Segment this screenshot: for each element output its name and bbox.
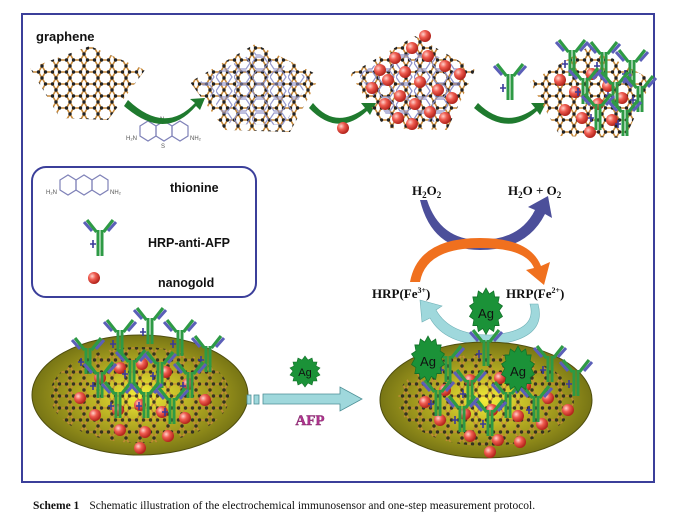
afp-label: AFP bbox=[295, 413, 324, 429]
step-arrow-2 bbox=[309, 103, 376, 124]
step-arrow-3 bbox=[474, 103, 546, 124]
nanogold-particle bbox=[74, 392, 86, 404]
nanogold-particle bbox=[559, 104, 571, 116]
products-label: H2O + O2 bbox=[508, 183, 562, 200]
nanogold-particle bbox=[399, 66, 411, 78]
nanogold-reagent-icon bbox=[337, 122, 349, 134]
nanogold-particle bbox=[562, 404, 574, 416]
hrp-fe2-label: HRP(Fe2+) bbox=[506, 286, 564, 301]
ag-label-bound-left: Ag bbox=[420, 354, 436, 369]
antibody-graphene-sheet bbox=[530, 38, 658, 138]
nanogold-particle bbox=[439, 60, 451, 72]
nanogold-particle bbox=[576, 112, 588, 124]
nanogold-particle bbox=[439, 112, 451, 124]
thionine-graphene-sheet bbox=[190, 44, 320, 132]
nanogold-particle bbox=[389, 52, 401, 64]
amine-right-label: NH₂ bbox=[190, 136, 202, 142]
step-arrow-1 bbox=[124, 98, 205, 124]
nanogold-particle bbox=[419, 396, 431, 408]
nanogold-particle bbox=[366, 82, 378, 94]
legend-item-thionine: H₂N NH₂ thionine bbox=[46, 174, 219, 196]
nanogold-particle bbox=[114, 362, 126, 374]
nanogold-particle bbox=[134, 442, 146, 454]
hrp-fe3-label: HRP(Fe3+) bbox=[372, 286, 430, 301]
sulfur-atom-label: S bbox=[161, 144, 165, 150]
ag-label: Ag bbox=[298, 367, 311, 379]
nanogold-particle bbox=[432, 84, 444, 96]
nanogold-sphere-icon bbox=[88, 272, 100, 284]
legend-label-hrp-anti-afp: HRP-anti-AFP bbox=[148, 236, 230, 250]
nanogold-particle bbox=[514, 436, 526, 448]
legend-box: H₂N NH₂ thionine HRP-anti-AFP nanogold bbox=[31, 166, 257, 298]
nanogold-particle bbox=[394, 90, 406, 102]
immunosensor-electrode bbox=[31, 306, 249, 456]
nanogold-particle bbox=[379, 98, 391, 110]
nanogold-particle bbox=[464, 430, 476, 442]
nanogold-particle bbox=[382, 74, 394, 86]
svg-text:H₂N: H₂N bbox=[46, 190, 57, 196]
nanogold-particle bbox=[424, 106, 436, 118]
caption-label: Scheme 1 bbox=[33, 500, 80, 512]
graphene-sheet bbox=[30, 46, 145, 120]
svg-text:NH₂: NH₂ bbox=[110, 190, 122, 196]
nanogold-particle bbox=[409, 98, 421, 110]
nanogold-particle bbox=[584, 126, 596, 138]
legend-label-nanogold: nanogold bbox=[158, 276, 214, 290]
nanogold-particle bbox=[392, 112, 404, 124]
nanogold-particle bbox=[422, 50, 434, 62]
nanogold-particle bbox=[179, 412, 191, 424]
nanogold-particle bbox=[89, 409, 101, 421]
figure-caption: Scheme 1 Schematic illustration of the el… bbox=[33, 500, 535, 512]
amine-left-label: H₂N bbox=[126, 136, 137, 142]
h2o2-reduction-arrow bbox=[420, 196, 552, 250]
nanogold-particle bbox=[139, 426, 151, 438]
nanogold-particle bbox=[406, 118, 418, 130]
nanogold-particle bbox=[446, 92, 458, 104]
antibody-reagent-icon bbox=[492, 62, 528, 102]
h2o2-label: H2O2 bbox=[412, 183, 442, 200]
nanogold-particle bbox=[492, 434, 504, 446]
legend-label-thionine: thionine bbox=[170, 181, 219, 195]
nanogold-particle bbox=[419, 30, 431, 42]
catalytic-cycle: H2O2 H2O + O2 HRP(Fe3+) HRP(Fe2+) bbox=[372, 183, 564, 346]
nanogold-graphene-sheet bbox=[350, 30, 475, 130]
nanogold-particle bbox=[114, 424, 126, 436]
nanogold-particle bbox=[406, 42, 418, 54]
ag-label-bound-top: Ag bbox=[478, 306, 494, 321]
nanogold-particle bbox=[512, 410, 524, 422]
antigen-bound-electrode: Ag Ag Ag bbox=[379, 287, 594, 459]
nanogold-particle bbox=[454, 68, 466, 80]
legend-item-nanogold: nanogold bbox=[88, 272, 214, 290]
graphene-label: graphene bbox=[36, 29, 95, 44]
hrp-regeneration-arrow bbox=[419, 299, 540, 346]
hrp-oxidation-arrow bbox=[410, 238, 550, 285]
nanogold-particle bbox=[414, 76, 426, 88]
afp-incubation-step: Ag AFP bbox=[246, 355, 363, 429]
nanogold-particle bbox=[554, 74, 566, 86]
nanogold-particle bbox=[199, 394, 211, 406]
incubation-arrow bbox=[262, 386, 363, 412]
nanogold-particle bbox=[162, 430, 174, 442]
ag-label-bound-right: Ag bbox=[510, 364, 526, 379]
nanogold-particle bbox=[484, 446, 496, 458]
nanogold-particle bbox=[374, 64, 386, 76]
caption-text: Schematic illustration of the electroche… bbox=[89, 500, 536, 512]
legend-item-antibody: HRP-anti-AFP bbox=[82, 218, 230, 258]
